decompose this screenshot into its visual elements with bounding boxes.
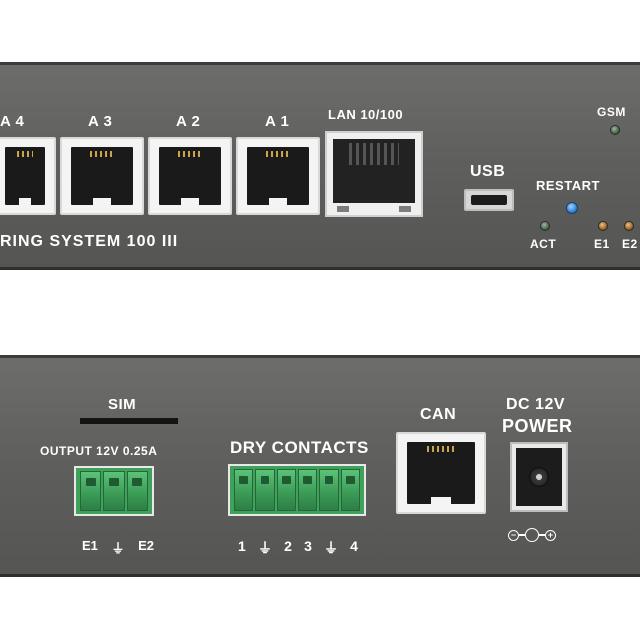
e2-label: E2: [622, 237, 638, 251]
dry-contacts-label: DRY CONTACTS: [230, 438, 369, 457]
port-label-a3: A 3: [88, 113, 113, 130]
minus-icon: −: [508, 529, 519, 541]
restart-button[interactable]: [566, 202, 578, 214]
restart-label: RESTART: [536, 178, 600, 193]
gsm-label: GSM: [597, 105, 626, 119]
lan-port[interactable]: [325, 131, 423, 217]
rj-port-a2[interactable]: [148, 137, 232, 215]
lan-label: LAN 10/100: [328, 107, 404, 122]
ground-icon: ⏚: [111, 541, 125, 556]
sim-label: SIM: [108, 396, 137, 413]
can-port[interactable]: [396, 432, 486, 514]
dc-power-jack[interactable]: [510, 442, 568, 512]
model-text: RING SYSTEM 100 III: [0, 233, 179, 250]
ground-icon: ⏚: [257, 540, 272, 556]
port-label-a1: A 1: [265, 113, 290, 130]
output-terminal-block[interactable]: [74, 466, 154, 516]
pin-label-e1: E1: [82, 538, 98, 553]
terminal-pole: [319, 469, 339, 511]
pin-label-1: 1: [238, 538, 246, 554]
pin-label-3: 3: [304, 538, 312, 554]
terminal-pole: [276, 469, 296, 511]
dry-pin-labels: 1 ⏚ 2 3 ⏚ 4: [238, 538, 358, 558]
rj-port-a3[interactable]: [60, 137, 144, 215]
power-label-line2: POWER: [502, 416, 573, 436]
usb-port[interactable]: [464, 189, 514, 211]
ground-icon: ⏚: [324, 540, 339, 556]
port-label-a4: A 4: [0, 113, 25, 130]
port-label-a2: A 2: [176, 113, 201, 130]
e1-led: [598, 221, 608, 231]
terminal-pole: [234, 469, 254, 511]
terminal-pole: [103, 471, 125, 511]
dry-contacts-terminal-block[interactable]: [228, 464, 366, 516]
usb-label: USB: [470, 163, 506, 180]
terminal-pole: [297, 469, 318, 511]
power-label-line1: DC 12V: [506, 396, 566, 413]
terminal-pole: [340, 469, 360, 511]
sim-slot[interactable]: [80, 418, 178, 424]
rj-port-a4[interactable]: [0, 137, 56, 215]
act-label: ACT: [530, 237, 557, 251]
device-rear-panel-bottom: SIM OUTPUT 12V 0.25A E1 ⏚ E2 DRY CONTACT…: [0, 355, 640, 577]
act-led: [540, 221, 550, 231]
plus-icon: +: [545, 529, 556, 541]
gsm-led: [610, 125, 620, 135]
pin-label-e2: E2: [138, 538, 154, 553]
e1-label: E1: [594, 237, 610, 251]
pin-label-2: 2: [284, 538, 292, 554]
rj-port-a1[interactable]: [236, 137, 320, 215]
polarity-symbol: − +: [508, 528, 556, 542]
terminal-pole: [80, 471, 102, 511]
e2-led: [624, 221, 634, 231]
terminal-pole: [255, 469, 275, 511]
pin-label-4: 4: [350, 538, 358, 554]
output-pin-labels: E1 ⏚ E2: [82, 538, 154, 557]
output-label: OUTPUT 12V 0.25A: [40, 444, 158, 458]
device-rear-panel-top: A 4 A 3 A 2 A 1 LAN 10/100 USB RESTART G…: [0, 62, 640, 270]
terminal-pole: [126, 471, 148, 511]
can-label: CAN: [420, 406, 457, 423]
center-pin-icon: [525, 528, 539, 542]
